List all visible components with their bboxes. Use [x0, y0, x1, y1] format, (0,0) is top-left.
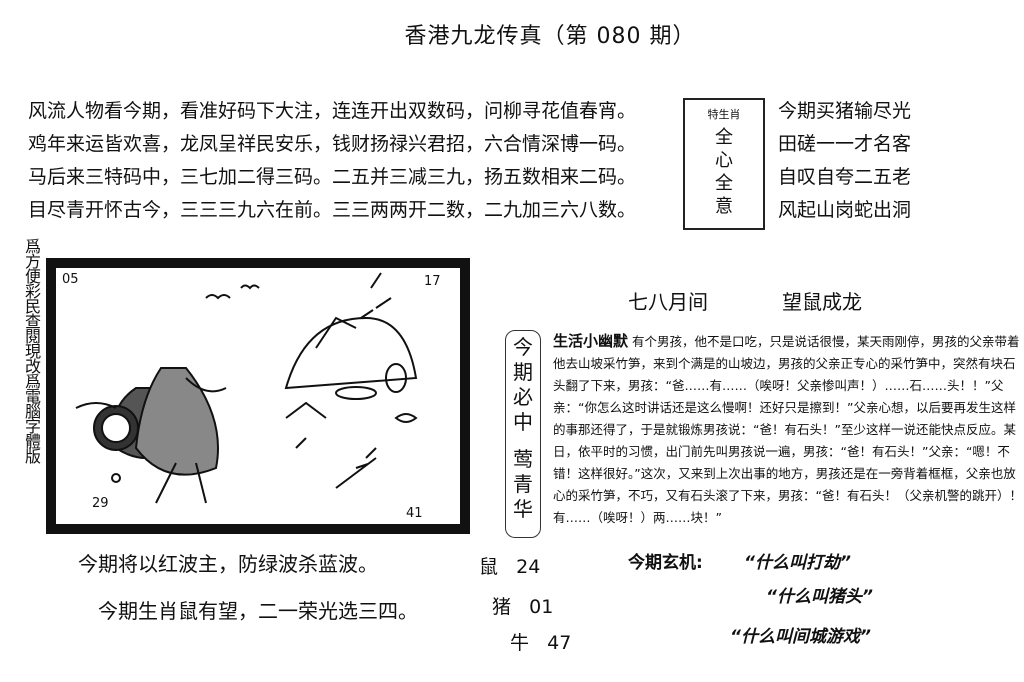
picture-number: 17: [424, 274, 441, 289]
box-char: 心: [715, 150, 733, 171]
pick-number: 24: [516, 556, 541, 578]
mystery-hint: “什么叫猪头”: [766, 587, 873, 607]
pick-number: 01: [529, 596, 554, 618]
box-char: 全: [715, 127, 733, 148]
zodiac-hint: 今期生肖鼠有望，二一荣光选三四。: [98, 599, 418, 623]
mystery-hint: “什么叫间城游戏”: [730, 627, 871, 647]
pick-animal: 牛: [510, 632, 530, 654]
story-body: 有个男孩，他不是口吃，只是说话很慢，某天雨刚停，男孩的父亲带着他去山坡采竹笋，来…: [553, 334, 1022, 525]
poem-line: 风流人物看今期，看准好码下大注，连连开出双数码，问柳寻花值春宵。: [28, 100, 637, 122]
box-char: 意: [715, 196, 733, 217]
label-char: 华: [513, 497, 533, 521]
poem-line: 鸡年来运皆欢喜，龙凤呈祥民安乐，钱财扬禄兴君招，六合情深博一码。: [28, 133, 637, 155]
must-win-label: 今 期 必 中 莺 青 华: [505, 330, 541, 538]
pick-animal: 猪: [492, 596, 512, 618]
right-poem-line: 自叹自夸二五老: [778, 166, 912, 188]
label-char: 青: [513, 472, 533, 496]
label-char: 今: [513, 335, 533, 359]
page-title: 香港九龙传真（第 080 期）: [404, 24, 696, 49]
picture-number: 29: [92, 496, 109, 511]
side-notice: 爲方便彩民查閱現改爲電腦字體版: [22, 238, 41, 463]
mystery-hint: “什么叫打劫”: [744, 553, 851, 573]
humor-story: 生活小幽默有个男孩，他不是口吃，只是说话很慢，某天雨刚停，男孩的父亲带着他去山坡…: [553, 330, 1023, 529]
zodiac-pick: 猪 01: [492, 592, 553, 619]
label-char: 中: [513, 410, 533, 434]
picture-number: 05: [62, 272, 79, 287]
label-char: 莺: [513, 447, 533, 471]
story-title: 生活小幽默: [553, 332, 629, 350]
poem-line: 目尽青开怀古今，三三三九六在前。三三两两开二数，二九加三六八数。: [28, 199, 637, 221]
ink-illustration: [75, 272, 418, 504]
zodiac-pick: 鼠 24: [479, 552, 540, 579]
phrase-heading: 望鼠成龙: [782, 290, 862, 314]
special-zodiac-header: 特生肖: [707, 108, 741, 121]
wave-hint: 今期将以红波主，防绿波杀蓝波。: [78, 552, 378, 576]
poem-line: 马后来三特码中，三七加二得三码。二五并三减三九，扬五数相来二码。: [28, 166, 637, 188]
special-zodiac-box: 特生肖 全 心 全 意: [683, 98, 765, 230]
special-zodiac-chars: 全 心 全 意: [713, 126, 735, 218]
pick-animal: 鼠: [479, 556, 499, 578]
right-poem-line: 风起山岗蛇出洞: [778, 199, 912, 221]
main-poem: 风流人物看今期，看准好码下大注，连连开出双数码，问柳寻花值春宵。 鸡年来运皆欢喜…: [28, 95, 678, 227]
month-heading: 七八月间: [628, 290, 708, 314]
label-char: 必: [513, 385, 533, 409]
right-poem-line: 田磋一一才名客: [778, 133, 912, 155]
label-char: 期: [513, 360, 533, 384]
mystery-label: 今期玄机:: [628, 553, 703, 573]
right-poem: 今期买猪输尽光 田磋一一才名客 自叹自夸二五老 风起山岗蛇出洞: [778, 95, 958, 227]
illustration-frame: 05 17 29 41: [46, 258, 470, 534]
right-poem-line: 今期买猪输尽光: [778, 100, 912, 122]
box-char: 全: [715, 173, 733, 194]
zodiac-pick: 牛 47: [510, 628, 571, 655]
pick-number: 47: [547, 632, 572, 654]
picture-number: 41: [406, 506, 423, 521]
